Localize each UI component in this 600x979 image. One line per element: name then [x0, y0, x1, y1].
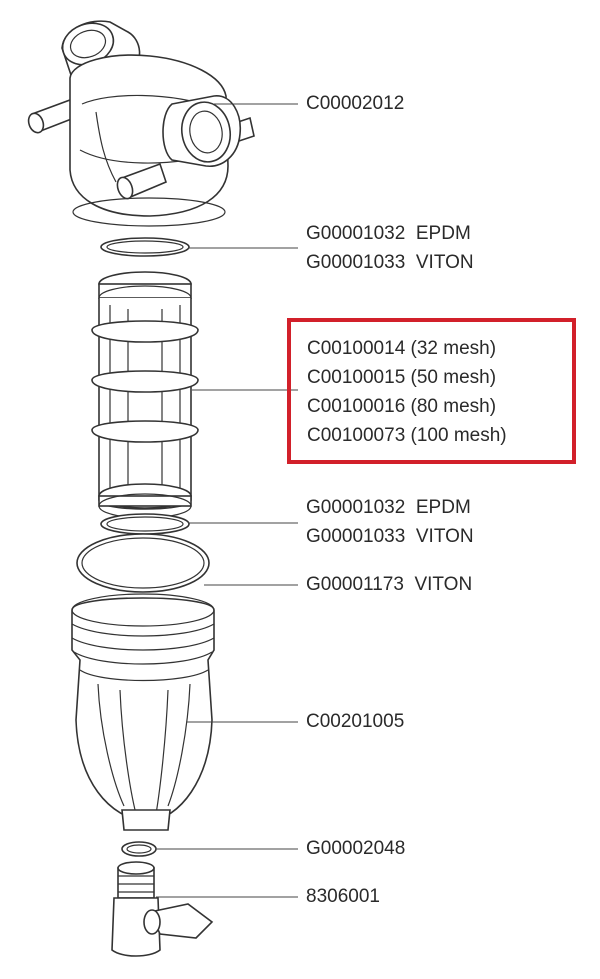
- part-number-label: G00002048: [306, 838, 406, 859]
- part-number-label: C00100014 (32 mesh): [307, 338, 497, 359]
- part-number-label: C00201005: [306, 711, 405, 732]
- filter-head-part: [27, 20, 255, 227]
- part-number-label: C00100015 (50 mesh): [307, 367, 497, 388]
- callout-drain-oring: G00002048: [306, 838, 405, 860]
- callout-drain-valve: 8306001: [306, 886, 380, 908]
- filter-bowl-part: [71, 593, 215, 831]
- part-number-label: G00001032 EPDM: [306, 223, 471, 244]
- drain-valve-part: [111, 861, 214, 957]
- part-number-label: G00001173 VITON: [306, 574, 473, 595]
- part-number-label: G00001032 EPDM: [306, 497, 471, 518]
- callout-screen-element: C00100014 (32 mesh) C00100015 (50 mesh) …: [307, 338, 507, 447]
- part-number-label: C00100073 (100 mesh): [307, 425, 507, 446]
- screen-element-part: [91, 271, 199, 519]
- leader-lines: [156, 103, 298, 898]
- callout-top-oring: G00001032 EPDM G00001033 VITON: [306, 223, 474, 274]
- highlight-box: [287, 318, 576, 464]
- callout-bottom-oring: G00001032 EPDM G00001033 VITON: [306, 497, 474, 548]
- callout-bowl-oring: G00001173 VITON: [306, 574, 472, 596]
- part-number-label: C00002012: [306, 93, 405, 114]
- bowl-oring-part: [76, 533, 210, 593]
- part-number-label: G00001033 VITON: [306, 526, 474, 547]
- callout-filter-bowl: C00201005: [306, 711, 404, 733]
- callout-filter-head: C00002012: [306, 93, 404, 115]
- part-number-label: G00001033 VITON: [306, 252, 474, 273]
- part-number-label: 8306001: [306, 886, 380, 907]
- part-number-label: C00100016 (80 mesh): [307, 396, 497, 417]
